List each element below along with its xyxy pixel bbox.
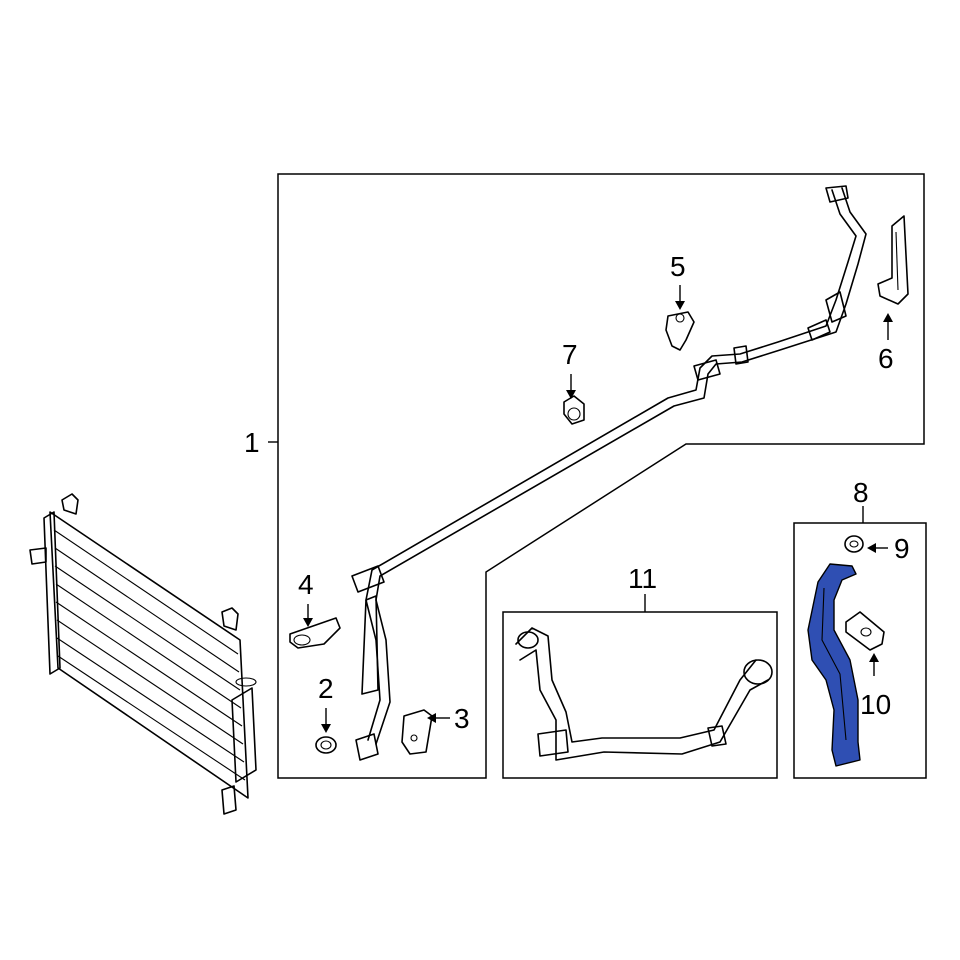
group-frame-8: [793, 522, 927, 779]
part-4-clamp: [289, 617, 341, 649]
part-11-hose: [515, 627, 773, 761]
callout-3: 3: [454, 703, 470, 734]
callout-8: 8: [853, 477, 869, 508]
part-5-bracket: [665, 311, 695, 351]
callout-11: 11: [628, 563, 657, 594]
part-10-grommet: [845, 611, 885, 651]
group-frame-main: [277, 173, 925, 779]
part-3-bracket: [401, 709, 433, 755]
ac-line-part-1: [351, 185, 867, 761]
part-6-shield: [877, 215, 909, 305]
callout-9: 9: [894, 533, 910, 564]
part-8-tube-highlighted: [807, 563, 861, 767]
callout-7: 7: [562, 339, 578, 370]
callout-4: 4: [298, 569, 314, 600]
condenser: [29, 493, 257, 815]
callout-2: 2: [318, 673, 334, 704]
leader-lines: [268, 285, 893, 733]
callout-5: 5: [670, 251, 686, 282]
callout-6: 6: [878, 343, 894, 374]
part-9-washer: [844, 535, 864, 553]
part-2-o-ring: [315, 736, 337, 754]
callout-10: 10: [860, 689, 891, 720]
group-frame-11: [502, 611, 778, 779]
callout-1: 1: [244, 427, 260, 458]
part-7-clip: [563, 395, 585, 425]
